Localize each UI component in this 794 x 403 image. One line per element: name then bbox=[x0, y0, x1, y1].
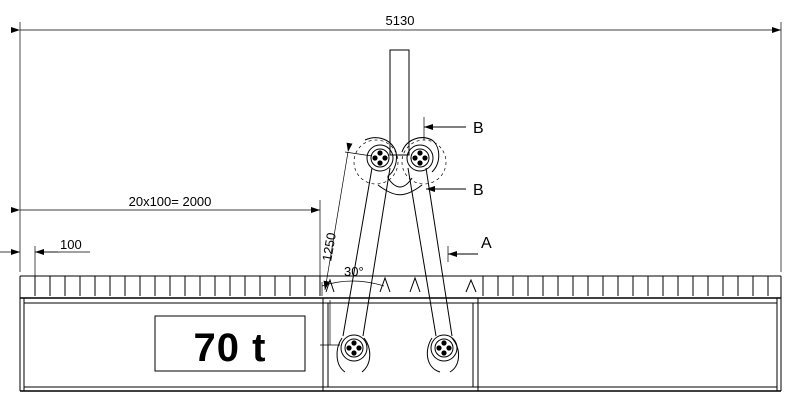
tooth-pitch-label: 100 bbox=[60, 237, 82, 252]
spread-angle-dimension: 30° bbox=[321, 264, 385, 296]
right-link-arm bbox=[401, 137, 459, 373]
section-mark-side-label: A bbox=[481, 235, 492, 252]
section-mark-upper-b: B bbox=[423, 117, 484, 140]
pitch-span-label: 20x100= 2000 bbox=[129, 194, 212, 209]
lower-right-pin bbox=[430, 334, 458, 362]
left-link-arm bbox=[336, 137, 397, 373]
main-beam bbox=[19, 275, 782, 392]
upper-right-pin bbox=[406, 144, 434, 172]
lower-left-pin bbox=[340, 334, 368, 362]
center-notches bbox=[325, 276, 477, 293]
section-mark-lower-b: B bbox=[426, 182, 484, 199]
tooth-pitch-dimension: 100 bbox=[0, 237, 90, 276]
upper-yoke bbox=[377, 177, 423, 196]
link-length-label: 1250 bbox=[319, 231, 339, 262]
section-mark-lower-label: B bbox=[473, 182, 484, 199]
spread-angle-label: 30° bbox=[344, 264, 364, 279]
comb-teeth-left bbox=[34, 276, 321, 296]
overall-width-dimension: 5130 bbox=[11, 13, 782, 272]
section-mark-side-a: A bbox=[447, 235, 492, 262]
capacity-plate-text: 70 t bbox=[194, 326, 267, 370]
pitch-span-dimension: 20x100= 2000 bbox=[11, 194, 321, 282]
capacity-plate: 70 t bbox=[154, 315, 306, 372]
pins bbox=[340, 144, 458, 362]
section-mark-upper-label: B bbox=[473, 120, 484, 137]
link-length-dimension: 1250 bbox=[319, 142, 373, 291]
top-shaft bbox=[389, 49, 410, 156]
overall-width-label: 5130 bbox=[386, 13, 415, 28]
upper-left-pin bbox=[366, 144, 394, 172]
upper-right-eye-outline bbox=[401, 139, 447, 185]
upper-left-eye-outline bbox=[353, 139, 399, 185]
comb-teeth-right bbox=[482, 276, 769, 296]
